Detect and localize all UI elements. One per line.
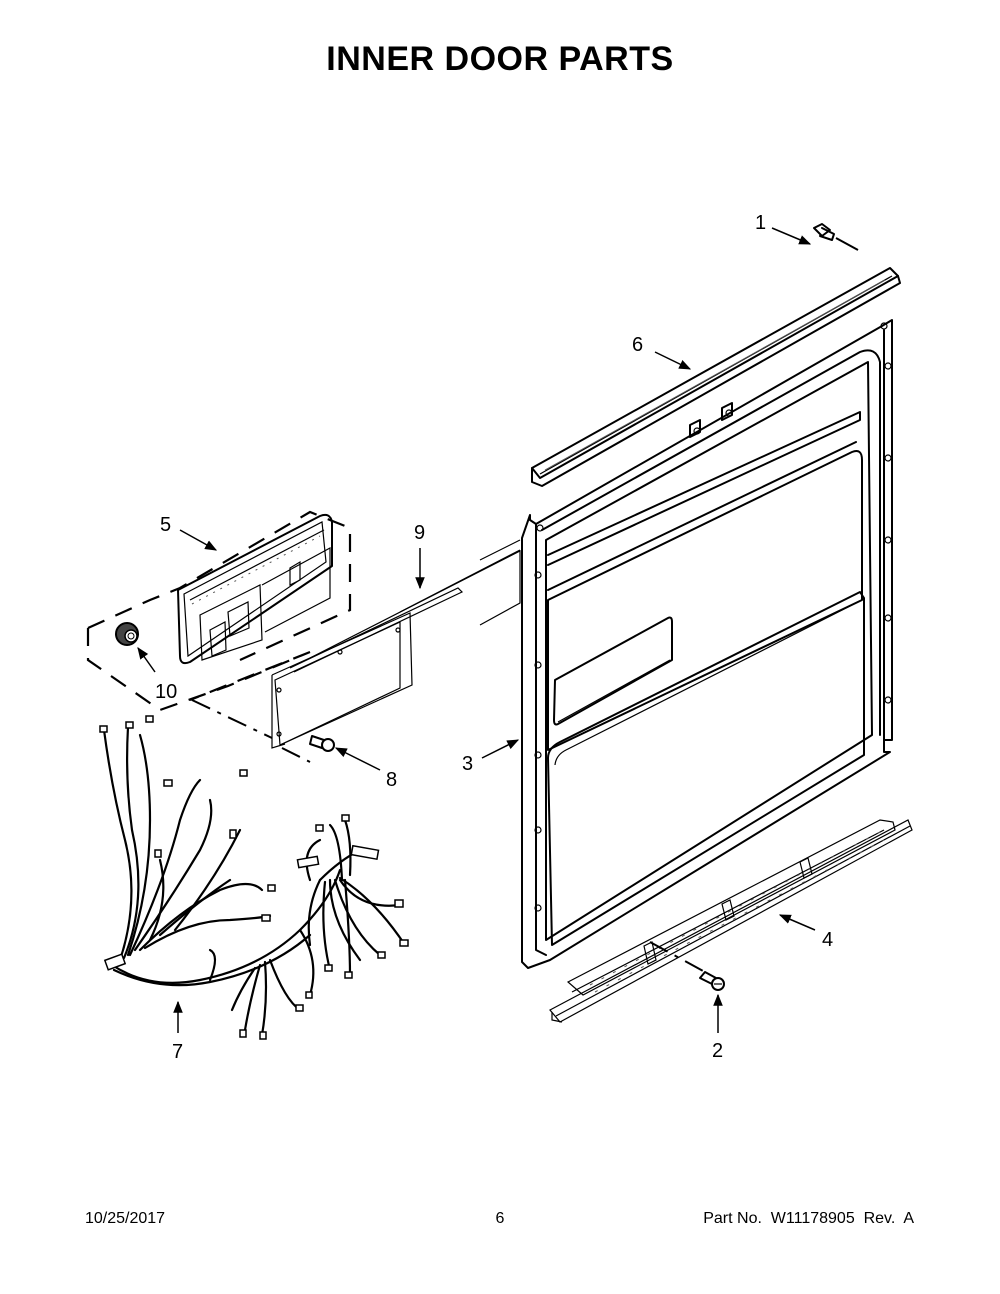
leader-lines bbox=[137, 227, 816, 1033]
assembly-line bbox=[191, 699, 311, 763]
page-title: INNER DOOR PARTS bbox=[326, 40, 674, 78]
callout-4: 4 bbox=[822, 929, 834, 951]
callout-7: 7 bbox=[172, 1041, 184, 1063]
top-trim-channel bbox=[531, 267, 901, 487]
inner-door-panel bbox=[521, 319, 893, 969]
footer-page-number: 6 bbox=[495, 1210, 505, 1227]
footer-date: 10/25/2017 bbox=[85, 1210, 166, 1227]
screw-bottom bbox=[649, 941, 725, 991]
bottom-trim-strip bbox=[549, 819, 913, 1023]
callout-6: 6 bbox=[632, 334, 644, 356]
assembly-boundary bbox=[86, 510, 352, 712]
callout-1: 1 bbox=[755, 212, 767, 234]
grommet bbox=[115, 622, 139, 646]
footer-part-number: Part No. W11178905 Rev. A bbox=[703, 1210, 914, 1227]
callout-2: 2 bbox=[712, 1040, 724, 1062]
screw-top bbox=[813, 223, 859, 251]
screw-panel bbox=[309, 735, 335, 752]
callout-5: 5 bbox=[160, 514, 172, 536]
callout-8: 8 bbox=[386, 769, 398, 791]
control-module bbox=[177, 513, 333, 665]
callout-10: 10 bbox=[155, 681, 178, 703]
callout-3: 3 bbox=[462, 753, 474, 775]
shield-panel bbox=[271, 539, 521, 749]
callout-9: 9 bbox=[414, 522, 426, 544]
wire-harness bbox=[99, 715, 409, 1040]
